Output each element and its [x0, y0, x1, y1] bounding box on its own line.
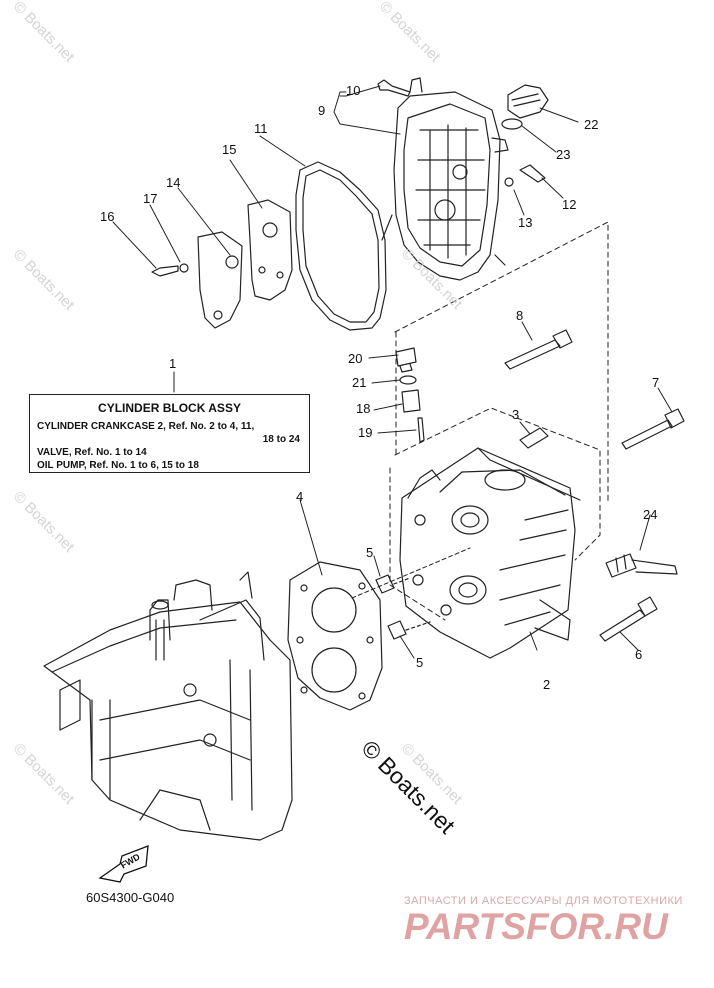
bolt-8 — [504, 329, 573, 370]
callout-7: 7 — [652, 375, 660, 390]
bolt-16 — [151, 263, 189, 277]
callout-22: 22 — [584, 117, 599, 132]
callout-20: 20 — [348, 351, 363, 366]
callout-9: 9 — [318, 103, 326, 118]
spark-plug-24 — [605, 553, 678, 578]
plate-14 — [197, 231, 243, 329]
callout-16: 16 — [100, 209, 115, 224]
bolt-12 — [504, 164, 546, 187]
crankcase-block — [43, 571, 293, 841]
legend-line-crankcase: CYLINDER CRANKCASE 2, Ref. No. 2 to 4, 1… — [37, 421, 255, 432]
plug-20 — [395, 347, 417, 373]
callout-4: 4 — [296, 489, 304, 504]
callout-14: 14 — [166, 175, 181, 190]
callout-1: 1 — [169, 356, 177, 371]
head-gasket-4 — [287, 561, 383, 711]
callout-15: 15 — [222, 142, 237, 157]
bolt-10 — [377, 79, 411, 97]
assembly-outline-lower — [389, 407, 601, 621]
callout-19: 19 — [358, 425, 373, 440]
callout-21: 21 — [352, 375, 367, 390]
shop-logo[interactable]: PARTSFOR.RU — [404, 906, 668, 947]
cylinder-head-2 — [399, 447, 581, 659]
callout-6: 6 — [635, 647, 643, 662]
o-ring-21 — [399, 375, 417, 385]
head-cover-gasket-11 — [295, 161, 387, 331]
callout-13: 13 — [518, 215, 533, 230]
callout-17: 17 — [143, 191, 158, 206]
callout-2: 2 — [543, 677, 551, 692]
assembly-legend-box: CYLINDER BLOCK ASSY CYLINDER CRANKCASE 2… — [29, 394, 310, 473]
bolt-6 — [599, 596, 658, 642]
dowel-pin-5b — [387, 620, 407, 640]
dowel-pin-5a — [375, 574, 395, 594]
plate-15 — [247, 199, 293, 301]
legend-line-oil-pump: OIL PUMP, Ref. No. 1 to 6, 15 to 18 — [37, 460, 199, 471]
diagram-code: 60S4300-G040 — [86, 890, 175, 905]
screw-19 — [417, 417, 425, 443]
legend-line-crankcase-cont: 18 to 24 — [262, 434, 300, 445]
pin-3 — [519, 427, 549, 449]
oil-filler-cap-22 — [501, 84, 549, 130]
callout-5a: 5 — [366, 545, 374, 560]
callout-10: 10 — [346, 83, 361, 98]
callout-3: 3 — [512, 407, 520, 422]
sleeve-18 — [401, 389, 421, 413]
callout-18: 18 — [356, 401, 371, 416]
leader-lines — [112, 85, 673, 659]
callout-5b: 5 — [416, 655, 424, 670]
callout-24: 24 — [643, 507, 658, 522]
bolt-7 — [621, 408, 685, 450]
legend-line-valve: VALVE, Ref. No. 1 to 14 — [37, 447, 147, 458]
shop-tagline: ЗАПЧАСТИ И АКСЕССУАРЫ ДЛЯ МОТОТЕХНИКИ — [404, 895, 683, 907]
forward-arrow-icon — [98, 845, 149, 883]
callout-12: 12 — [562, 197, 577, 212]
callout-11: 11 — [254, 121, 268, 136]
callout-23: 23 — [556, 147, 571, 162]
cylinder-head-cover — [381, 77, 509, 281]
callout-8: 8 — [516, 308, 524, 323]
legend-title: CYLINDER BLOCK ASSY — [98, 401, 241, 415]
